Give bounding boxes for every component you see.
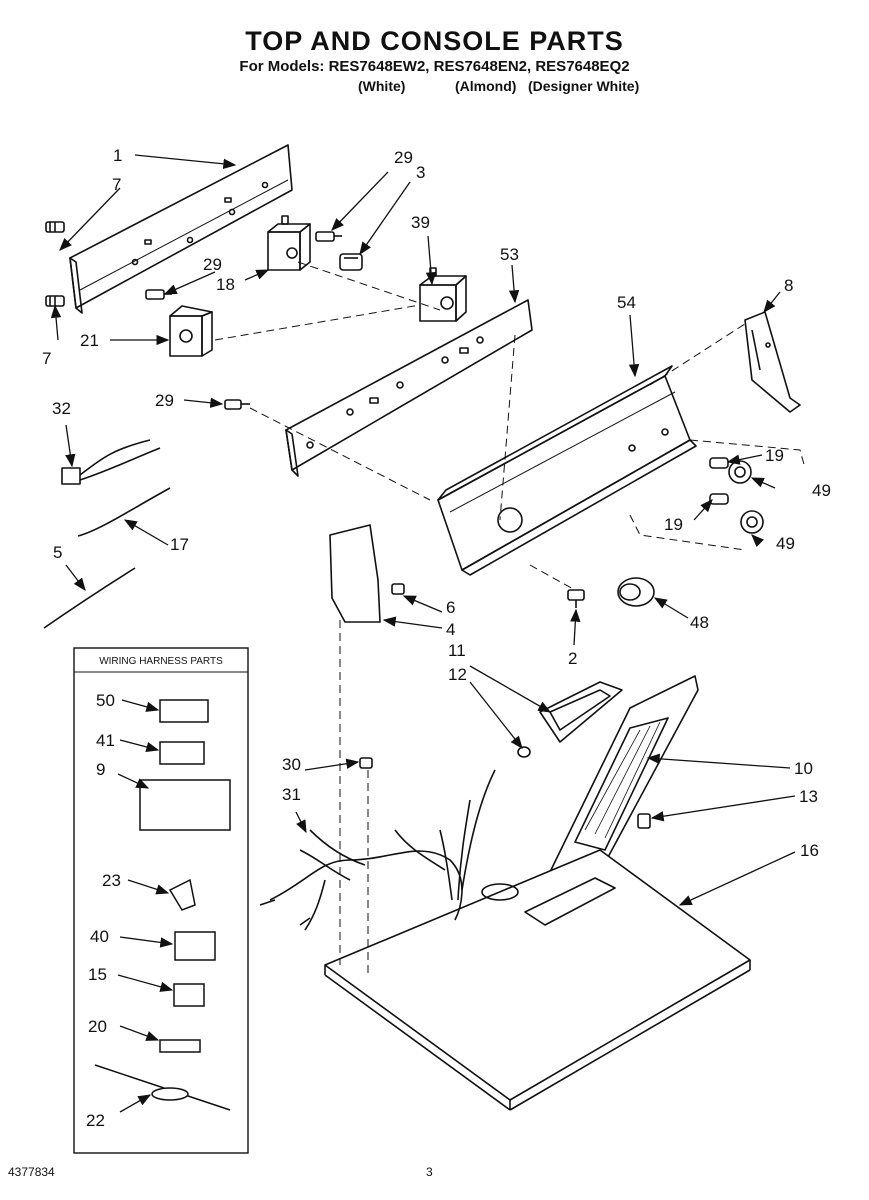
part-console-bracket [285,299,533,477]
callout-48: 48 [690,613,709,632]
part-screw-29a [315,231,342,242]
callout-29c: 29 [155,391,174,410]
callout-49a: 49 [812,481,831,500]
page-title: TOP AND CONSOLE PARTS [245,26,624,56]
callout-19a: 19 [765,446,784,465]
part-wire-32 [61,439,161,485]
part-end-cap [744,311,801,413]
part-wire-harness [259,769,496,931]
part-console [437,365,697,576]
callout-22: 22 [86,1111,105,1130]
callout-labels: 1 7 29 3 39 53 54 8 29 18 7 21 29 32 17 … [42,146,831,1130]
part-wire-5 [43,567,136,629]
callout-30: 30 [282,755,301,774]
callout-40: 40 [90,927,109,946]
connector-50 [159,699,209,723]
callout-7b: 7 [42,349,51,368]
thermal-fuse-22 [94,1064,231,1111]
color-white: (White) [358,78,406,94]
callout-17: 17 [170,535,189,554]
part-knob-19b [709,493,729,505]
callout-11: 11 [448,641,466,660]
callout-18: 18 [216,275,235,294]
terminal-23 [168,878,196,911]
color-designer-white: (Designer White) [528,78,640,94]
part-rear-bracket [69,144,293,314]
part-clip-6 [391,583,405,595]
part-knob-49b [740,510,764,534]
wiring-box-title: WIRING HARNESS PARTS [99,656,223,667]
guide-line-b [297,261,441,311]
callout-41: 41 [96,731,115,750]
part-end-panel [329,524,381,623]
part-screw-29b [145,289,172,300]
callout-50: 50 [96,691,115,710]
callout-53: 53 [500,245,519,264]
callout-6: 6 [446,598,455,617]
callout-5: 5 [53,543,62,562]
part-clip-3 [339,253,363,271]
callout-49b: 49 [776,534,795,553]
color-almond: (Almond) [455,78,517,94]
callout-8: 8 [784,276,793,295]
callout-10: 10 [794,759,813,778]
part-top-panel [324,849,751,1111]
callout-39: 39 [411,213,430,232]
guide-line-e [649,321,749,386]
wiring-harness-box: WIRING HARNESS PARTS [73,647,249,1154]
guide-box-49b [629,514,746,551]
part-screw-13 [637,813,651,829]
part-screw-2 [567,589,585,608]
callout-2: 2 [568,649,577,668]
guide-line-h [529,564,576,591]
part-knob-19a [709,457,729,469]
callout-4: 4 [446,620,455,639]
guide-box-49a [689,439,806,469]
part-filter-cover [539,681,623,743]
connector-41 [159,741,205,765]
callout-1: 1 [113,146,122,165]
callout-3: 3 [416,163,425,182]
callout-19b: 19 [664,515,683,534]
part-screw-29c [224,399,250,410]
guide-line-a [214,304,421,341]
guide-line-d [499,334,516,521]
part-switch-39 [419,267,467,322]
callout-29a: 29 [394,148,413,167]
connector-15 [173,983,205,1007]
fuse-body-22 [151,1087,189,1101]
callout-16: 16 [800,841,819,860]
callout-23: 23 [102,871,121,890]
part-knob-48 [617,577,655,607]
part-screw-7a [45,221,65,233]
callout-31: 31 [282,785,301,804]
part-harness-clip-30 [359,757,373,769]
part-switch-18 [267,215,311,271]
part-knob-49a [728,460,752,484]
terminal-20 [159,1039,201,1053]
part-lint-grille [549,675,699,873]
callout-32: 32 [52,399,71,418]
connector-40 [174,931,216,961]
callout-15: 15 [88,965,107,984]
part-switch-21 [169,305,213,357]
models-line: For Models: RES7648EW2, RES7648EN2, RES7… [239,58,630,75]
part-screw-7b [45,295,65,307]
callout-21: 21 [80,331,99,350]
callout-9: 9 [96,760,105,779]
callout-13: 13 [799,787,818,806]
callout-54: 54 [617,293,636,312]
connector-9 [139,779,231,831]
document-number: 4377834 [8,1165,55,1179]
callout-12: 12 [448,665,467,684]
part-wire-17 [77,487,171,537]
callout-7a: 7 [112,175,121,194]
callout-20: 20 [88,1017,107,1036]
guide-line-c [249,407,431,501]
part-grommet-12 [517,746,531,758]
page-number: 3 [426,1165,433,1179]
callout-29b: 29 [203,255,222,274]
